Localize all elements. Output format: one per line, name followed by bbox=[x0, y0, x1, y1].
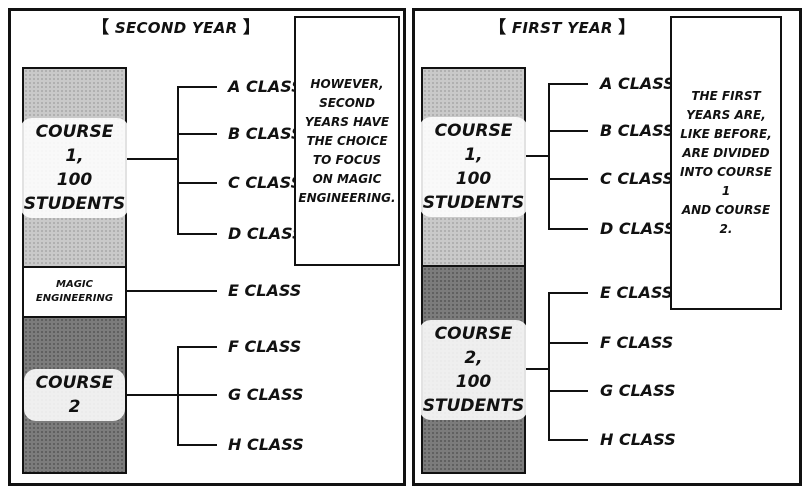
second-year-note-box: HOWEVER, SECOND YEARS HAVE THE CHOICE TO… bbox=[294, 16, 400, 266]
connector-line bbox=[177, 346, 217, 348]
class-c-label: C CLASS bbox=[228, 173, 303, 192]
class-b-label: B CLASS bbox=[228, 124, 303, 143]
connector-line bbox=[548, 178, 588, 180]
first-year-title: 【 FIRST YEAR 】 bbox=[489, 16, 636, 40]
connector-line bbox=[548, 83, 550, 230]
first-year-course2-block: COURSE 2, 100 STUDENTS bbox=[418, 265, 529, 474]
connector-line bbox=[548, 292, 588, 294]
connector-line bbox=[548, 390, 588, 392]
class-c-label: C CLASS bbox=[600, 169, 675, 188]
class-d-label: D CLASS bbox=[600, 219, 676, 238]
magic-engineering-label: MAGIC ENGINEERING bbox=[35, 279, 114, 304]
class-f-label: F CLASS bbox=[600, 333, 674, 352]
class-e-label: E CLASS bbox=[228, 281, 302, 300]
first-year-note-box: THE FIRST YEARS ARE, LIKE BEFORE, ARE DI… bbox=[670, 16, 782, 310]
second-year-note-text: HOWEVER, SECOND YEARS HAVE THE CHOICE TO… bbox=[298, 76, 396, 205]
close-bracket: 】 bbox=[618, 18, 636, 38]
class-d-label: D CLASS bbox=[228, 224, 304, 243]
magic-engineering-block: MAGIC ENGINEERING bbox=[22, 266, 127, 318]
first-year-course1-label: COURSE 1, 100 STUDENTS bbox=[418, 117, 529, 217]
close-bracket: 】 bbox=[242, 18, 261, 38]
second-year-course2-label: COURSE 2 bbox=[24, 369, 125, 421]
connector-line bbox=[177, 182, 217, 184]
open-bracket: 【 bbox=[489, 18, 507, 38]
connector-line bbox=[548, 130, 588, 132]
second-year-title: 【 SECOND YEAR 】 bbox=[92, 16, 260, 40]
class-a-label: A CLASS bbox=[228, 77, 303, 96]
connector-line bbox=[177, 394, 217, 396]
class-h-label: H CLASS bbox=[228, 435, 304, 454]
class-g-label: G CLASS bbox=[228, 385, 304, 404]
connector-line bbox=[548, 228, 588, 230]
first-year-title-text: FIRST YEAR bbox=[511, 19, 613, 37]
connector-line bbox=[177, 133, 217, 135]
connector-line bbox=[548, 83, 588, 85]
connector-line bbox=[526, 368, 550, 370]
connector-line bbox=[127, 290, 217, 292]
connector-line bbox=[177, 86, 179, 235]
connector-line bbox=[177, 233, 217, 235]
second-year-course1-block: COURSE 1, 100 STUDENTS bbox=[19, 67, 130, 268]
second-year-course1-label: COURSE 1, 100 STUDENTS bbox=[19, 117, 130, 218]
first-year-note-text: THE FIRST YEARS ARE, LIKE BEFORE, ARE DI… bbox=[680, 89, 772, 236]
connector-line bbox=[177, 86, 217, 88]
second-year-course2-block: COURSE 2 bbox=[22, 316, 127, 474]
connector-line bbox=[548, 292, 550, 441]
connector-line bbox=[548, 439, 588, 441]
connector-line bbox=[548, 342, 588, 344]
connector-line bbox=[177, 346, 179, 446]
second-year-title-text: SECOND YEAR bbox=[114, 19, 238, 37]
first-year-course1-block: COURSE 1, 100 STUDENTS bbox=[418, 67, 529, 267]
connector-line bbox=[127, 394, 179, 396]
open-bracket: 【 bbox=[92, 18, 110, 38]
first-year-course2-label: COURSE 2, 100 STUDENTS bbox=[418, 319, 529, 420]
class-f-label: F CLASS bbox=[228, 337, 302, 356]
class-b-label: B CLASS bbox=[600, 121, 675, 140]
connector-line bbox=[177, 444, 217, 446]
class-a-label: A CLASS bbox=[600, 74, 675, 93]
class-e-label: E CLASS bbox=[600, 283, 674, 302]
connector-line bbox=[526, 155, 550, 157]
class-g-label: G CLASS bbox=[600, 381, 676, 400]
connector-line bbox=[127, 158, 179, 160]
class-h-label: H CLASS bbox=[600, 430, 676, 449]
